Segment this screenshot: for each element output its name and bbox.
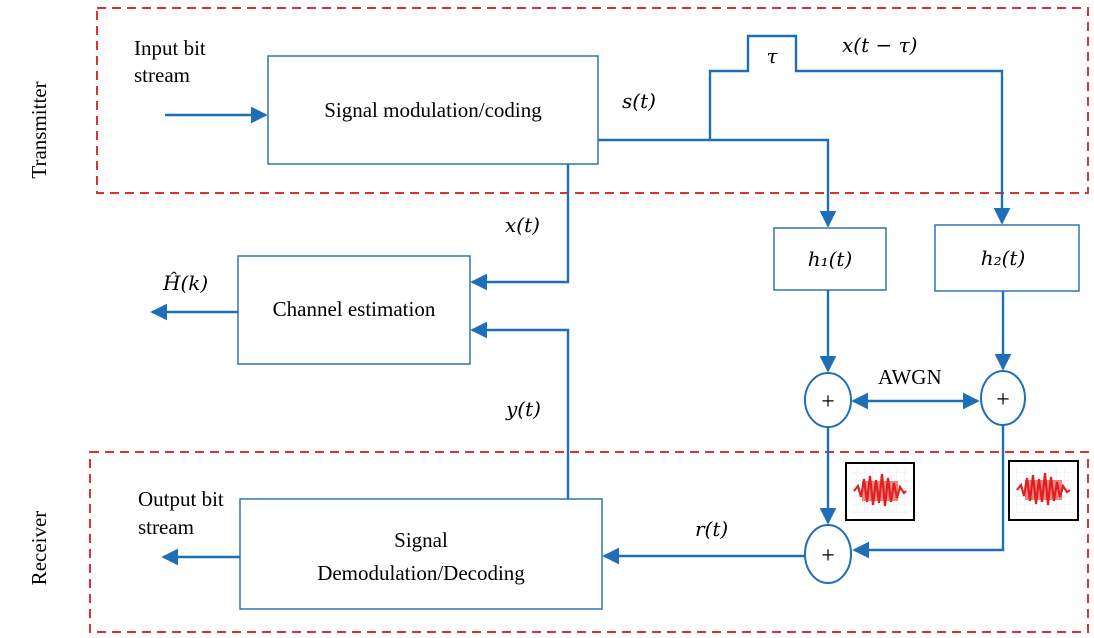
noise-waveform-thumbnail-right [1008, 460, 1079, 521]
h2-block [934, 224, 1080, 292]
demodulation-label-line2: Demodulation/Decoding [317, 561, 525, 585]
arrow-sum2-to-sum3 [852, 425, 1005, 559]
line-delay-branch [708, 34, 1011, 225]
demodulation-label-line1: Signal [394, 528, 448, 552]
channel-estimation-block [237, 255, 471, 365]
line-y-t [470, 321, 570, 499]
output-label-line1: Output bit [138, 487, 224, 511]
modulation-label: Signal modulation/coding [324, 98, 542, 122]
input-label-line1: Input bit [134, 36, 206, 60]
sum-junction-1-plus: + [821, 389, 835, 415]
h2-label: h₂(t) [981, 246, 1026, 270]
h1-block [773, 227, 887, 291]
y-t-label: y(t) [505, 397, 541, 421]
x-t-tau-label: x(t − τ) [842, 33, 917, 57]
line-s-t [598, 138, 837, 228]
line-x-t [470, 164, 570, 291]
channel-estimation-label: Channel estimation [273, 297, 436, 321]
modulation-block [267, 55, 599, 165]
h1-label: h₁(t) [808, 247, 853, 271]
input-label-line2: stream [134, 63, 190, 87]
sum-junction-3-plus: + [821, 543, 835, 569]
noise-waveform-thumbnail-left [845, 462, 915, 521]
receiver-region [89, 451, 1089, 633]
r-t-label: r(t) [695, 517, 728, 541]
h-hat-label: Ĥ(k) [162, 271, 208, 295]
output-label-line2: stream [138, 515, 194, 539]
x-t-label: x(t) [505, 213, 540, 237]
transmitter-region [96, 7, 1089, 194]
awgn-label: AWGN [878, 365, 942, 389]
delay-label: τ [766, 44, 778, 68]
demodulation-block [239, 498, 603, 610]
sum-junction-3 [804, 524, 852, 584]
sum-junction-2-plus: + [996, 387, 1010, 413]
transmitter-label: Transmitter [27, 81, 51, 178]
s-t-label: s(t) [622, 89, 656, 113]
receiver-label: Receiver [27, 511, 51, 586]
